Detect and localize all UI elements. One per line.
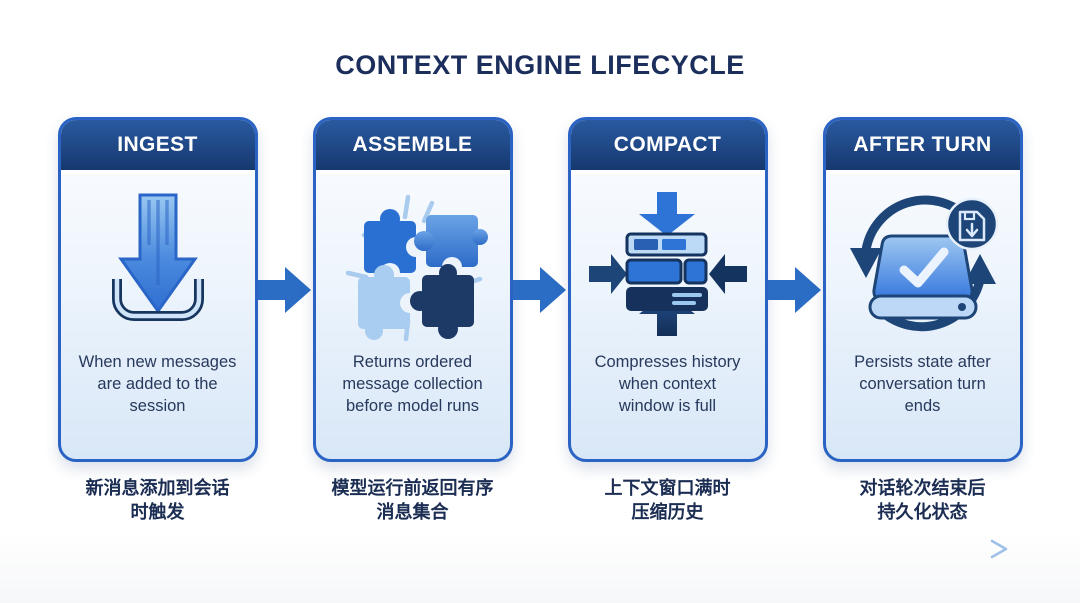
stage-header-compact: COMPACT <box>570 120 765 174</box>
icon-wrap <box>826 178 1020 350</box>
stage-header-after-turn: AFTER TURN <box>825 120 1020 174</box>
stage-description: Compresses history when context window i… <box>594 353 741 415</box>
flow-arrow-cell <box>512 117 568 462</box>
stage-description: Persists state after conversation turn e… <box>854 353 991 415</box>
stage-description: When new messages are added to the sessi… <box>78 353 237 415</box>
stage-card-assemble: ASSEMBLE <box>312 117 513 462</box>
timeline-arrow-icon <box>40 539 1008 558</box>
stage-header-label: ASSEMBLE <box>352 133 473 156</box>
flow-arrow-right-icon <box>512 266 566 313</box>
stage-header-label: AFTER TURN <box>853 133 992 156</box>
icon-wrap <box>316 178 510 350</box>
icon-wrap <box>61 178 255 350</box>
flow-arrow-right-icon <box>767 266 821 313</box>
stage-caption-after-turn: 对话轮次结束后 持久化状态 <box>859 478 986 523</box>
stage-header-label: INGEST <box>117 133 198 156</box>
save-badge-icon <box>945 197 998 251</box>
stage-header-assemble: ASSEMBLE <box>315 120 510 174</box>
timeline <box>38 539 1080 564</box>
flow-arrow-cell <box>257 117 313 462</box>
stage-card-ingest: INGEST When new messages are added to th… <box>57 117 258 462</box>
stage-description: Returns ordered message collection befor… <box>342 353 483 415</box>
puzzle-pieces-icon <box>345 194 488 342</box>
stage-card-compact: COMPACT <box>567 117 768 462</box>
download-tray-icon <box>111 193 204 321</box>
stage-caption-ingest: 新消息添加到会话 时触发 <box>85 478 230 523</box>
page-title: CONTEXT ENGINE LIFECYCLE <box>335 50 745 80</box>
stage-card-after-turn: AFTER TURN <box>822 117 1023 462</box>
flow-arrow-cell <box>767 117 823 462</box>
persist-storage-icon <box>849 195 998 332</box>
stage-header-ingest: INGEST <box>60 120 255 174</box>
stage-caption-assemble: 模型运行前返回有序 消息集合 <box>331 478 494 523</box>
stage-header-label: COMPACT <box>613 133 722 156</box>
icon-wrap <box>571 178 765 350</box>
stage-caption-compact: 上下文窗口满时 压缩历史 <box>604 478 731 523</box>
compress-stack-icon <box>588 192 747 336</box>
stages-row: INGEST When new messages are added to th… <box>57 117 1023 462</box>
captions-row: 新消息添加到会话 时触发 模型运行前返回有序 消息集合 上下文窗口满时 压缩历史… <box>58 476 1023 525</box>
checkmark <box>899 247 948 288</box>
flow-arrow-right-icon <box>257 266 311 313</box>
